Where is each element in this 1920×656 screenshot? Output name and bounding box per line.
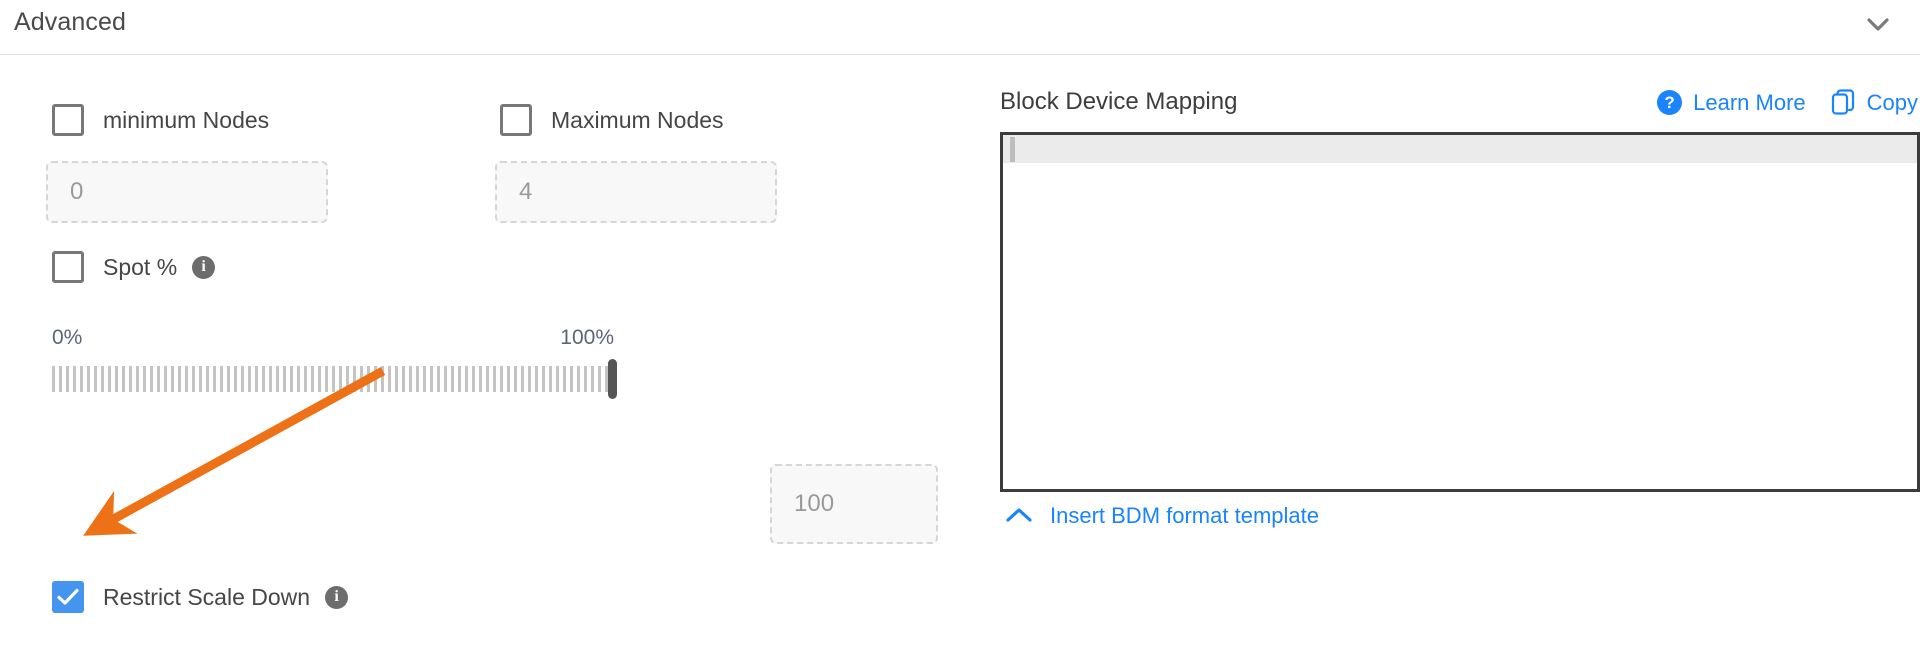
restrict-scale-down-label: Restrict Scale Down [103,583,311,610]
copy-icon[interactable] [1831,89,1856,116]
help-circle-icon[interactable]: ? [1657,90,1683,115]
insert-bdm-template-button[interactable]: Insert BDM format template [1004,503,1319,529]
block-device-mapping-panel: Block Device Mapping ? Learn More Copy I… [1000,56,1920,656]
advanced-section-header: Advanced [0,0,1920,55]
editor-caret [1010,137,1015,162]
min-nodes-checkbox[interactable] [52,104,84,136]
advanced-left-column: minimum Nodes 0 Maximum Nodes 4 Spot % i… [0,56,990,656]
slider-min-label: 0% [52,326,83,349]
chevron-down-icon[interactable] [1860,10,1896,40]
min-nodes-row: minimum Nodes [52,104,269,136]
insert-bdm-template-label: Insert BDM format template [1050,503,1319,528]
slider-max-label: 100% [560,326,614,349]
spot-percent-value-input[interactable]: 100 [770,464,938,544]
spot-percent-label: Spot % [103,253,178,280]
max-nodes-row: Maximum Nodes [500,104,724,136]
restrict-scale-down-row: Restrict Scale Down i [52,581,349,613]
max-nodes-input[interactable]: 4 [495,161,777,223]
learn-more-link[interactable]: Learn More [1693,89,1806,115]
spot-percent-slider-group: 0% 100% [52,326,617,399]
spot-percent-slider-thumb[interactable] [608,359,617,399]
copy-link[interactable]: Copy [1866,89,1918,115]
slider-scale-labels: 0% 100% [52,326,614,352]
block-device-mapping-actions: ? Learn More Copy [1657,89,1918,116]
max-nodes-label: Maximum Nodes [551,106,724,133]
spot-percent-checkbox[interactable] [52,251,84,283]
restrict-scale-down-checkbox[interactable] [52,581,84,613]
block-device-mapping-editor[interactable] [1000,132,1920,492]
spot-percent-row: Spot % i [52,251,216,283]
max-nodes-checkbox[interactable] [500,104,532,136]
spot-percent-slider-track[interactable] [52,366,614,392]
min-nodes-input[interactable]: 0 [46,161,328,223]
info-icon[interactable]: i [192,255,216,279]
min-nodes-label: minimum Nodes [103,106,270,133]
page-title: Advanced [14,8,126,36]
editor-active-line [1003,135,1917,163]
info-icon[interactable]: i [325,585,349,609]
chevron-up-icon [1004,506,1034,526]
block-device-mapping-title: Block Device Mapping [1000,88,1238,115]
